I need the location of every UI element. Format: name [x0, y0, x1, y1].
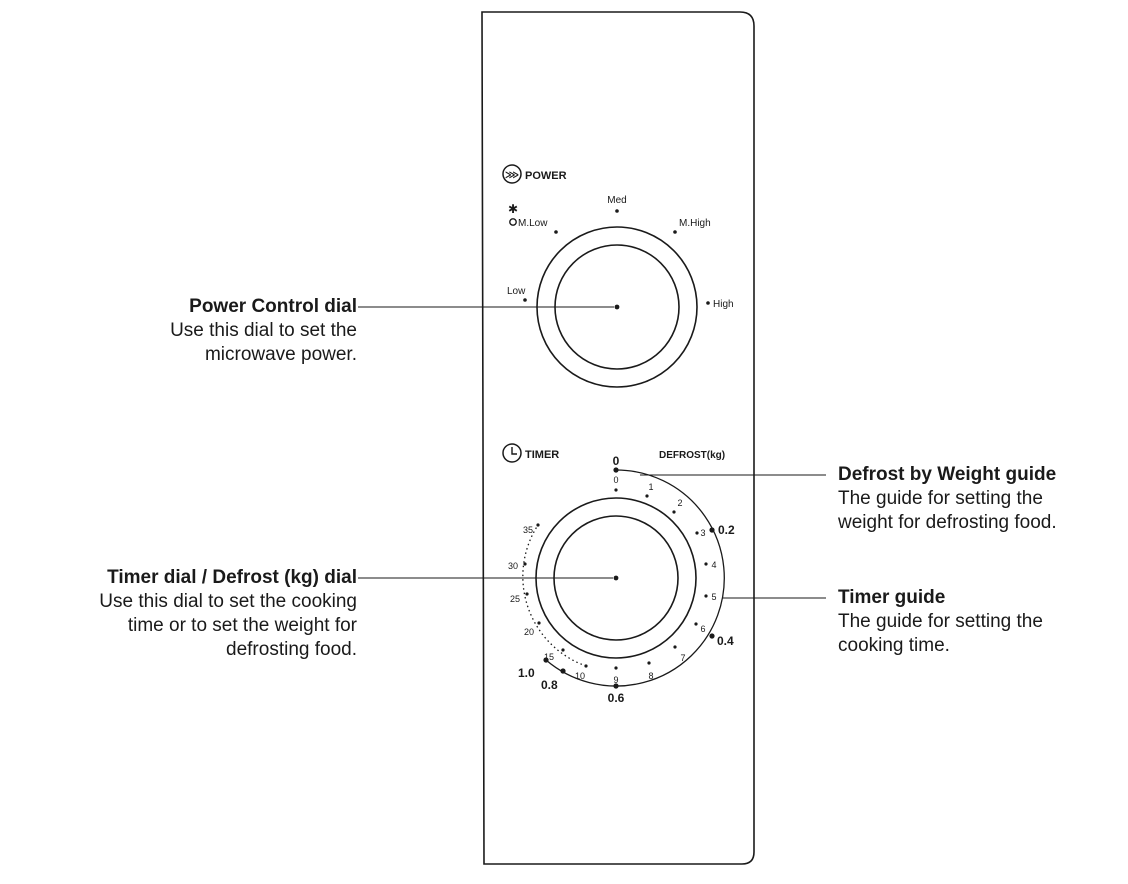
timer-guide-callout: Timer guide The guide for setting the co…	[838, 586, 1128, 658]
minute-label-6: 6	[700, 624, 705, 634]
timer-minutes-dotted-arc	[522, 524, 587, 667]
minute-label-3: 3	[700, 528, 705, 538]
power-dot-m-low	[554, 230, 558, 234]
minute-dot-25	[525, 592, 529, 596]
minute-label-30: 30	[508, 561, 518, 571]
timer-dial-callout-title: Timer dial / Defrost (kg) dial	[107, 567, 357, 588]
minute-label-10: 10	[575, 671, 585, 681]
defrost-label-0-6: 0.6	[608, 691, 625, 705]
minute-dot-0	[614, 488, 618, 492]
power-label-m-low: M.Low	[518, 218, 548, 229]
callout-leader-lines	[358, 306, 826, 599]
defrost-snowflake-icon: ✱	[508, 202, 518, 216]
power-dial-center-dot	[614, 304, 620, 310]
defrost-guide-callout-line-2: weight for defrosting food.	[838, 512, 1057, 533]
timer-dial-center-dot	[613, 575, 619, 581]
power-icon	[502, 164, 522, 184]
power-icon-glyph: ⋙	[505, 170, 519, 181]
minute-label-15: 15	[544, 652, 554, 662]
timer-dial-callout: Timer dial / Defrost (kg) dial Use this …	[0, 566, 357, 662]
control-panel-outline	[481, 11, 755, 865]
minute-dot-35	[536, 523, 540, 527]
defrost-dot-1-0	[543, 657, 549, 663]
minute-label-2: 2	[677, 498, 682, 508]
power-label-low: Low	[507, 286, 526, 297]
power-dial-callout-title: Power Control dial	[189, 296, 357, 317]
defrost-guide-callout-line-1: The guide for setting the	[838, 488, 1043, 509]
timer-guide-callout-line-2: cooking time.	[838, 635, 950, 656]
power-dot-low	[523, 298, 527, 302]
defrost-dot-0	[613, 467, 619, 473]
minute-dot-4	[704, 562, 708, 566]
power-settings: Med ✱ M.Low M.High Low High	[507, 195, 734, 310]
defrost-guide-callout-title: Defrost by Weight guide	[838, 464, 1057, 485]
power-heading-group: ⋙ POWER	[502, 164, 567, 184]
defrost-drop-icon	[509, 218, 517, 226]
power-dot-med	[615, 209, 619, 213]
timer-dial-callout-line-1: Use this dial to set the cooking	[99, 591, 357, 612]
clock-icon	[502, 443, 522, 463]
minute-label-1: 1	[648, 482, 653, 492]
timer-dial-callout-line-3: defrosting food.	[226, 639, 357, 660]
defrost-dot-0-2	[709, 527, 715, 533]
defrost-markers: 0 0.2 0.4 0.6 0.8 1.0	[518, 454, 735, 705]
timer-heading: TIMER	[525, 449, 559, 461]
timer-guide-callout-line-1: The guide for setting the	[838, 611, 1043, 632]
minute-dot-9	[614, 666, 618, 670]
power-label-m-high: M.High	[679, 218, 711, 229]
timer-guide-callout-title: Timer guide	[838, 587, 946, 608]
minute-label-7: 7	[680, 653, 685, 663]
minute-dot-7	[673, 645, 677, 649]
power-dot-m-high	[673, 230, 677, 234]
power-dial-callout-line-1: Use this dial to set the	[170, 320, 357, 341]
defrost-label-0: 0	[613, 454, 620, 468]
minute-dot-20	[537, 621, 541, 625]
minute-label-20: 20	[524, 627, 534, 637]
defrost-guide-callout: Defrost by Weight guide The guide for se…	[838, 463, 1128, 535]
minute-dot-1	[645, 494, 649, 498]
power-label-high: High	[713, 299, 734, 310]
clock-icon-hands	[511, 447, 517, 455]
defrost-label-1-0: 1.0	[518, 666, 535, 680]
minute-dot-10	[584, 664, 588, 668]
minute-label-9: 9	[613, 675, 618, 685]
minute-label-8: 8	[648, 671, 653, 681]
power-dial-callout: Power Control dial Use this dial to set …	[57, 295, 357, 367]
minute-label-4: 4	[711, 560, 716, 570]
defrost-dot-0-4	[709, 633, 715, 639]
defrost-dot-0-8	[560, 668, 566, 674]
minute-label-35: 35	[523, 525, 533, 535]
minute-label-25: 25	[510, 594, 520, 604]
minute-label-0: 0	[613, 475, 618, 485]
timer-heading-group: TIMER DEFROST(kg)	[502, 443, 725, 463]
defrost-heading: DEFROST(kg)	[659, 450, 725, 461]
minute-dot-5	[704, 594, 708, 598]
power-dot-high	[706, 301, 710, 305]
minute-dot-2	[672, 510, 676, 514]
minute-dot-30	[523, 562, 527, 566]
minute-dot-8	[647, 661, 651, 665]
power-heading: POWER	[525, 170, 567, 182]
timer-dial-callout-line-2: time or to set the weight for	[127, 615, 357, 636]
minute-label-5: 5	[711, 592, 716, 602]
defrost-label-0-2: 0.2	[718, 523, 735, 537]
defrost-label-0-8: 0.8	[541, 678, 558, 692]
defrost-label-0-4: 0.4	[717, 634, 734, 648]
defrost-dot-0-6	[613, 683, 619, 689]
minute-dot-6	[694, 622, 698, 626]
minute-dot-15	[561, 648, 565, 652]
timer-minute-marks: 0 1 2 3 4 5 6 7 8 9 10 15	[508, 475, 717, 685]
power-dial-callout-line-2: microwave power.	[204, 344, 357, 365]
minute-dot-3	[695, 531, 699, 535]
defrost-weight-arc	[545, 469, 725, 687]
power-label-med: Med	[607, 195, 626, 206]
